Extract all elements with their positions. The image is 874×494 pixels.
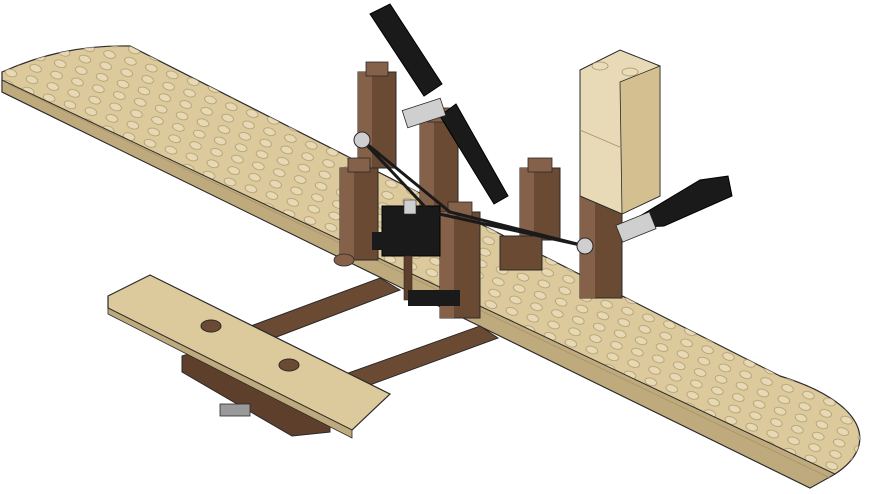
column-right-rear [519, 157, 561, 241]
engine-assembly [353, 131, 594, 306]
wing-edge [1, 79, 837, 489]
propeller-icon [615, 175, 733, 243]
wing-seam [7, 83, 831, 479]
tan-upright [579, 49, 661, 215]
propeller-icon [369, 3, 509, 205]
tail-plane-edge [107, 307, 353, 439]
tail-assembly [107, 274, 500, 439]
column-left-front [333, 157, 379, 267]
stud-icon [278, 358, 300, 372]
tail-plane [107, 274, 392, 431]
main-wing [1, 45, 861, 489]
small-brick [499, 235, 543, 271]
wing-top-studs [2, 45, 860, 489]
stud-icon [200, 319, 222, 333]
grey-tile [219, 403, 251, 417]
